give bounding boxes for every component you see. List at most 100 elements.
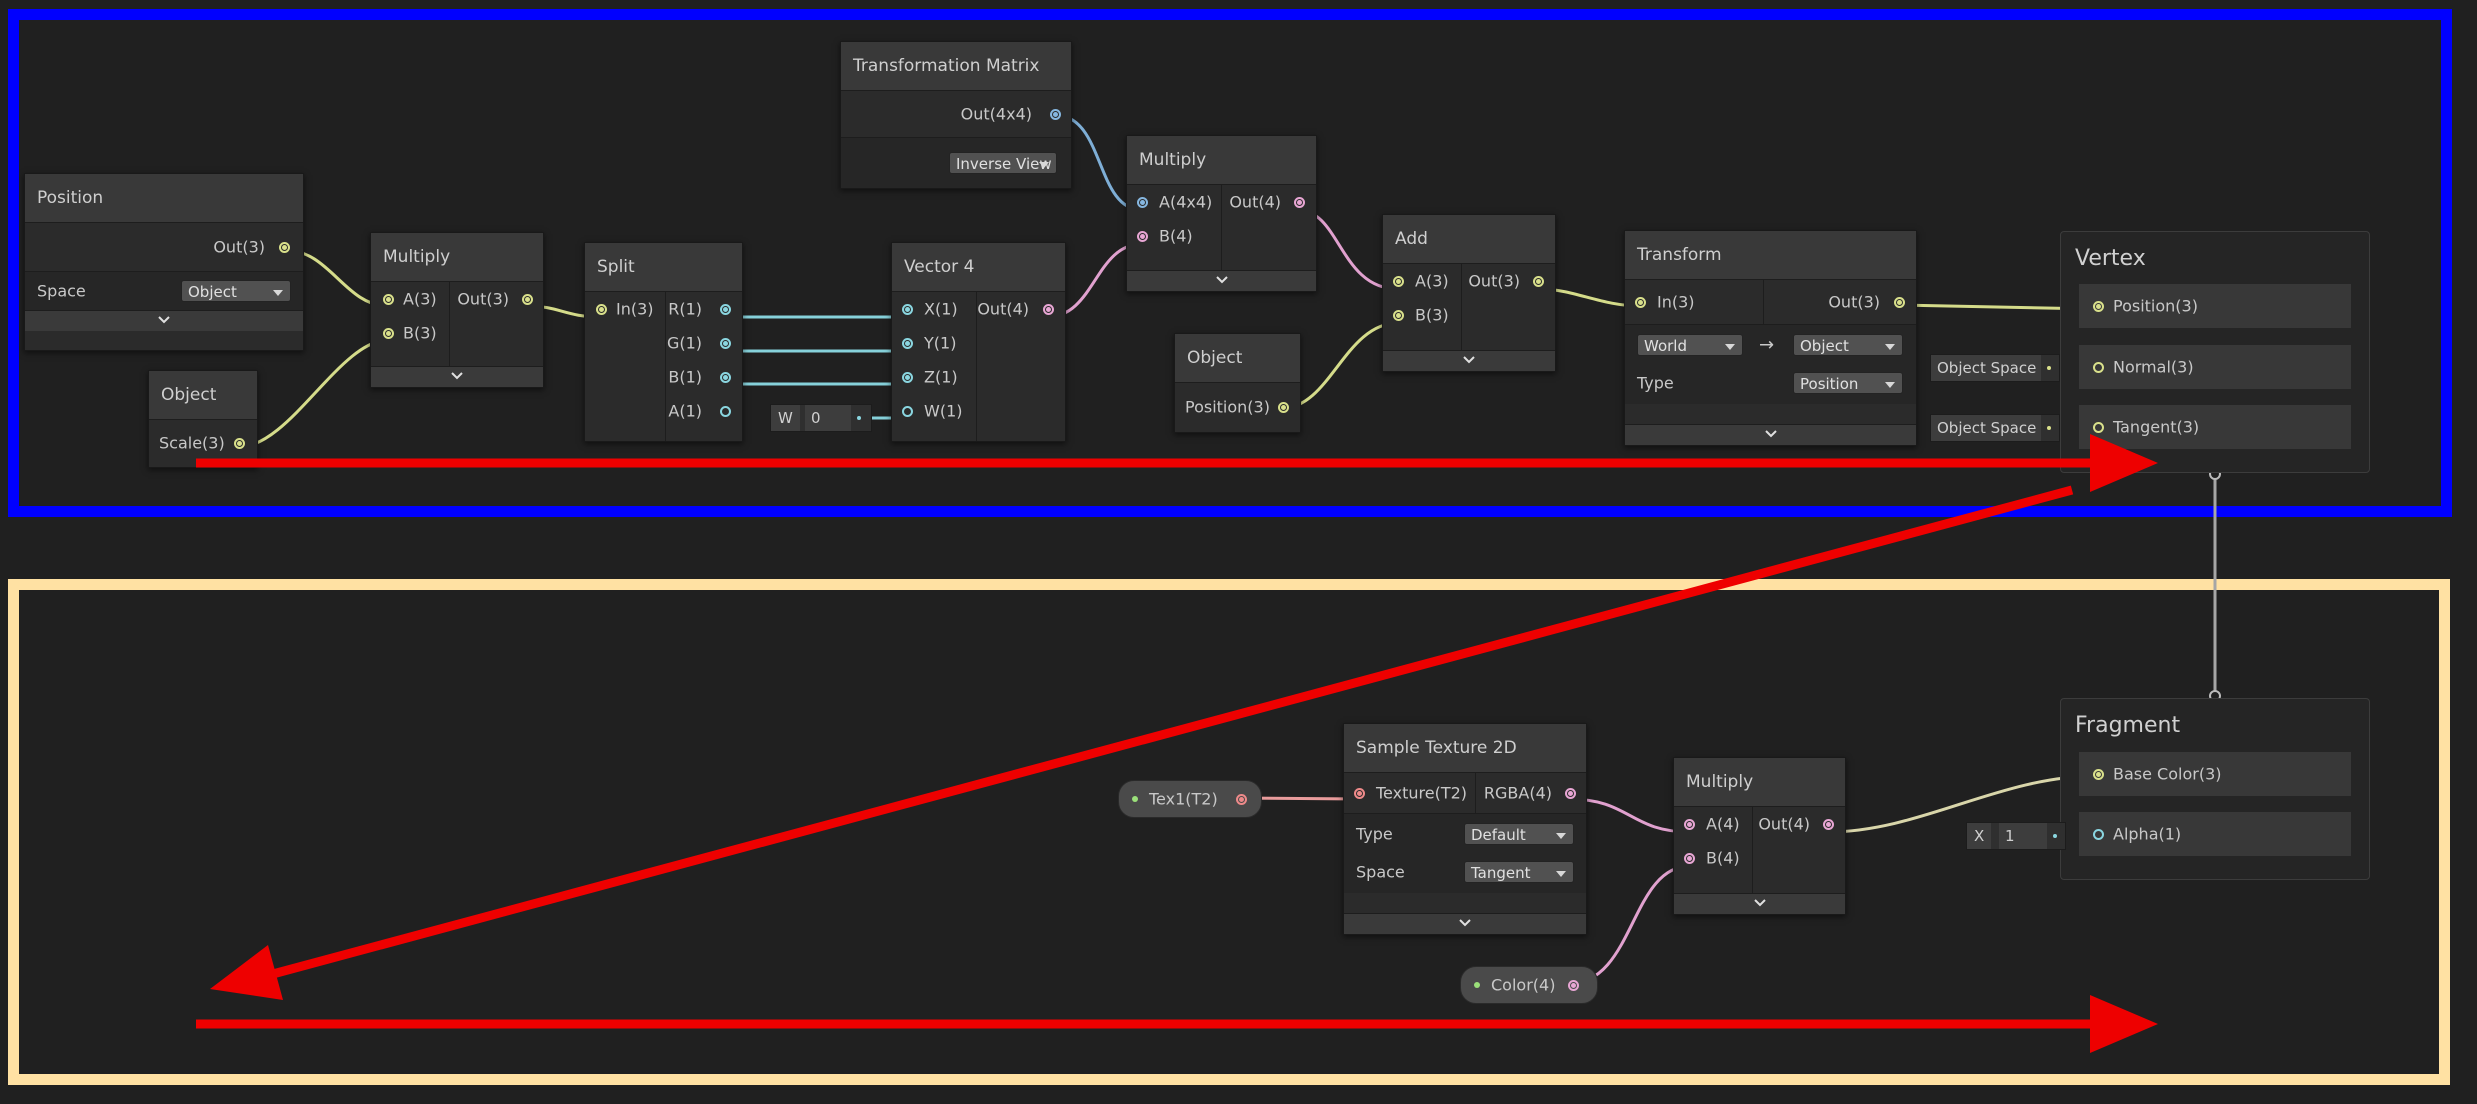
- transform-expand[interactable]: [1625, 424, 1916, 445]
- vector4-z-port[interactable]: [902, 371, 913, 383]
- split-g-port[interactable]: [720, 337, 731, 349]
- chevron-down-icon: [1753, 899, 1766, 907]
- split-in-label: In(3): [616, 299, 654, 319]
- vector4-w-default-field[interactable]: W 0: [770, 404, 872, 432]
- transform-from-dropdown[interactable]: World: [1637, 334, 1743, 356]
- transform-type-label: Type: [1637, 373, 1674, 393]
- split-in-port[interactable]: [596, 303, 607, 315]
- split-a-port[interactable]: [720, 405, 731, 417]
- add-expand[interactable]: [1383, 350, 1555, 371]
- transform-node[interactable]: Transform In(3) Out(3) World → Object Ty…: [1624, 230, 1917, 446]
- multiply1-title: Multiply: [371, 233, 543, 282]
- tex1-out-port[interactable]: [1236, 793, 1247, 805]
- alpha-default-field[interactable]: X 1: [1966, 822, 2066, 850]
- sample-texture-in-port[interactable]: [1354, 787, 1365, 799]
- multiply2-a-label: A(4x4): [1159, 192, 1213, 212]
- add-a-port[interactable]: [1393, 275, 1404, 287]
- multiply2-out-port[interactable]: [1294, 196, 1305, 208]
- multiply3-expand[interactable]: [1674, 893, 1845, 914]
- sample-texture-expand[interactable]: [1344, 913, 1586, 934]
- multiply3-b-port[interactable]: [1684, 852, 1695, 864]
- vertex-normal-port[interactable]: [2093, 361, 2104, 373]
- transformation-matrix-node[interactable]: Transformation Matrix Out(4x4) Inverse V…: [840, 41, 1072, 189]
- multiply-node-1[interactable]: Multiply A(3) Out(3) B(3): [370, 232, 544, 388]
- fragment-master-node[interactable]: Fragment Base Color(3) Alpha(1): [2060, 698, 2370, 880]
- vector4-out-port[interactable]: [1043, 303, 1054, 315]
- split-b-port[interactable]: [720, 371, 731, 383]
- object-scale-node[interactable]: Object Scale(3): [148, 370, 258, 468]
- vertex-slot-position[interactable]: Position(3): [2079, 284, 2351, 328]
- multiply1-out-port[interactable]: [522, 293, 533, 305]
- multiply3-out-port[interactable]: [1823, 818, 1834, 830]
- position-out-port[interactable]: [279, 241, 290, 253]
- sample-texture-2d-node[interactable]: Sample Texture 2D Texture(T2) RGBA(4) Ty…: [1343, 723, 1587, 935]
- split-b-label: B(1): [668, 367, 702, 387]
- vector4-w-port[interactable]: [902, 405, 913, 417]
- position-expand[interactable]: [25, 310, 303, 331]
- fragment-slot-alpha[interactable]: Alpha(1): [2079, 812, 2351, 856]
- vector4-y-port[interactable]: [902, 337, 913, 349]
- add-b-label: B(3): [1415, 305, 1449, 325]
- object-scale-out-port[interactable]: [234, 437, 245, 449]
- multiply3-a-port[interactable]: [1684, 818, 1695, 830]
- multiply2-a-port[interactable]: [1137, 196, 1148, 208]
- fragment-alpha-port[interactable]: [2093, 828, 2104, 840]
- vertex-position-port[interactable]: [2093, 300, 2104, 312]
- vertex-slot-tangent[interactable]: Tangent(3): [2079, 405, 2351, 449]
- fragment-alpha-label: Alpha(1): [2113, 824, 2182, 844]
- vector4-w-label: W(1): [924, 401, 963, 421]
- sample-texture-space-value: Tangent: [1471, 864, 1531, 882]
- transform-out-port[interactable]: [1894, 296, 1905, 308]
- normal-default-field[interactable]: Object Space: [1930, 354, 2060, 382]
- sample-texture-type-dropdown[interactable]: Default: [1464, 823, 1574, 845]
- split-node[interactable]: Split In(3) R(1) G(1) B(1) A(1): [584, 242, 743, 442]
- vertex-slot-normal[interactable]: Normal(3): [2079, 345, 2351, 389]
- object-position-out-port[interactable]: [1278, 401, 1289, 413]
- multiply1-a-port[interactable]: [383, 293, 394, 305]
- multiply1-b-port[interactable]: [383, 327, 394, 339]
- transform-in-port[interactable]: [1635, 296, 1646, 308]
- chevron-down-icon: [158, 316, 170, 324]
- transform-type-dropdown[interactable]: Position: [1793, 372, 1903, 394]
- multiply2-expand[interactable]: [1127, 270, 1316, 291]
- alpha-value[interactable]: 1: [1999, 823, 2047, 849]
- vector4-node[interactable]: Vector 4 X(1) Out(4) Y(1) Z(1) W(1): [891, 242, 1066, 442]
- transform-arrow-icon: →: [1759, 334, 1775, 356]
- fragment-base-color-label: Base Color(3): [2113, 764, 2222, 784]
- tex1-property-node[interactable]: Tex1(T2): [1118, 780, 1262, 818]
- vertex-tangent-port[interactable]: [2093, 421, 2104, 433]
- multiply2-b-port[interactable]: [1137, 230, 1148, 242]
- sample-texture-out-port[interactable]: [1565, 787, 1576, 799]
- position-out-label: Out(3): [213, 237, 265, 257]
- matrix-mode-dropdown[interactable]: Inverse View: [949, 152, 1057, 174]
- sample-texture-type-label: Type: [1356, 824, 1393, 844]
- multiply1-b-label: B(3): [403, 323, 437, 343]
- add-b-port[interactable]: [1393, 309, 1404, 321]
- fragment-slot-base-color[interactable]: Base Color(3): [2079, 752, 2351, 796]
- sample-texture-type-value: Default: [1471, 826, 1526, 844]
- fragment-title: Fragment: [2075, 713, 2181, 738]
- tangent-default-field[interactable]: Object Space: [1930, 414, 2060, 442]
- add-node[interactable]: Add A(3) Out(3) B(3): [1382, 214, 1556, 372]
- sample-texture-space-dropdown[interactable]: Tangent: [1464, 861, 1574, 883]
- object-position-node[interactable]: Object Position(3): [1174, 333, 1301, 433]
- w-value[interactable]: 0: [805, 405, 851, 431]
- matrix-out-port[interactable]: [1050, 108, 1061, 120]
- multiply-node-3[interactable]: Multiply A(4) Out(4) B(4): [1673, 757, 1846, 915]
- sample-texture-in-label: Texture(T2): [1376, 783, 1468, 803]
- fragment-base-color-port[interactable]: [2093, 768, 2104, 780]
- multiply-node-2[interactable]: Multiply A(4x4) Out(4) B(4): [1126, 135, 1317, 292]
- color-property-node[interactable]: Color(4): [1460, 966, 1598, 1004]
- multiply1-a-label: A(3): [403, 289, 437, 309]
- position-node[interactable]: Position Out(3) Space Object: [24, 173, 304, 351]
- vertex-master-node[interactable]: Vertex Position(3) Normal(3) Tangent(3): [2060, 231, 2370, 473]
- color-out-port[interactable]: [1568, 979, 1579, 991]
- split-r-port[interactable]: [720, 303, 731, 315]
- multiply1-expand[interactable]: [371, 366, 543, 387]
- transform-to-dropdown[interactable]: Object: [1793, 334, 1903, 356]
- multiply3-out-label: Out(4): [1758, 814, 1810, 834]
- position-space-dropdown[interactable]: Object: [181, 280, 291, 302]
- add-out-port[interactable]: [1533, 275, 1544, 287]
- vector4-x-port[interactable]: [902, 303, 913, 315]
